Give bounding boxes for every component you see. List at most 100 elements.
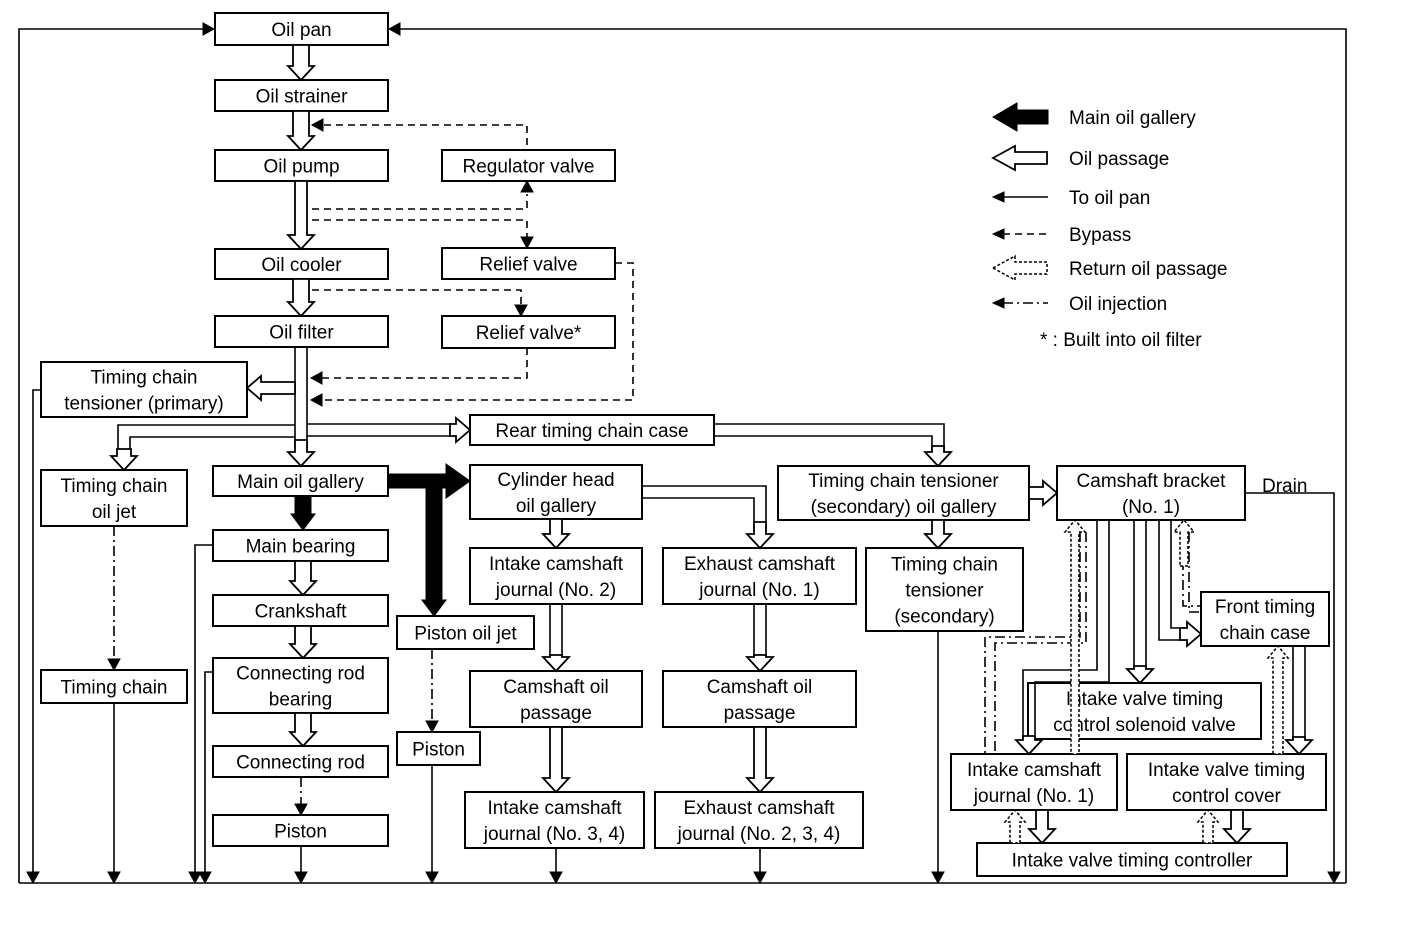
oil-passage-arrow (449, 416, 472, 444)
box-label: control cover (1172, 786, 1281, 807)
box-oil-filter: Oil filter (214, 315, 389, 348)
oil-passage-arrow (1026, 809, 1058, 845)
oil-passage-arrow (108, 448, 140, 472)
box-label: Oil strainer (256, 87, 349, 108)
box-label: Intake valve timing (1066, 689, 1223, 710)
return-right-line (400, 28, 1347, 883)
bypass-to-relief (312, 219, 528, 238)
legend-to-oil-pan: To oil pan (991, 188, 1150, 209)
bypass-to-relief-filter (312, 289, 522, 306)
box-frame (441, 149, 616, 182)
oil-passage-arrow (1283, 736, 1315, 756)
box-frame (441, 247, 616, 280)
return-passage-arrow (1196, 808, 1220, 844)
box-frame (396, 731, 481, 766)
box-label: Main oil gallery (237, 472, 364, 493)
oil-passage-arrow (287, 625, 319, 660)
to-oil-pan-head-from-timing-chain (107, 871, 121, 885)
box-label: Intake valve timing (1148, 760, 1305, 781)
box-label: Intake camshaft (489, 554, 624, 575)
return-passage-arrow (1063, 518, 1087, 755)
return-left-line (18, 28, 205, 883)
box-frame (662, 547, 857, 605)
box-label: journal (No. 3, 4) (483, 824, 626, 845)
oil-passage-arrow (1028, 479, 1059, 507)
box-relief-valve: Relief valve (441, 247, 616, 280)
box-label: Crankshaft (255, 602, 348, 623)
main-gallery-head (445, 463, 471, 499)
bypass-head-relief (520, 236, 534, 250)
box-frame (976, 842, 1288, 877)
main-gallery-bar (387, 473, 449, 489)
flow-lines (18, 28, 1347, 884)
box-label: Connecting rod (236, 664, 365, 685)
box-exhaust-cam-passage: Camshaft oil passage (662, 670, 857, 728)
bypass-to-regulator (312, 194, 528, 210)
to-oil-pan-head-from-piston-small (425, 871, 439, 885)
box-label: Intake valve timing controller (1012, 851, 1253, 872)
bypass-head-filter-back (309, 371, 323, 385)
box-label: Oil cooler (261, 255, 342, 276)
oil-passage-arrow (1179, 620, 1203, 648)
oil-passage-arrow (285, 110, 317, 152)
box-main-gallery: Main oil gallery (212, 465, 389, 497)
box-frame (1126, 753, 1327, 811)
head-to-exhaust-pipe (642, 485, 767, 528)
box-label: Timing chain (60, 678, 167, 699)
legend-hollow-arrow (991, 254, 1048, 282)
box-label: Cylinder head (497, 470, 614, 491)
box-timing-chain: Timing chain (40, 669, 188, 704)
filter-down-pipes (294, 347, 308, 448)
box-label: control solenoid valve (1053, 715, 1236, 736)
to-oil-pan-from-tensioner-primary (32, 389, 41, 872)
box-label: bearing (269, 690, 332, 711)
return-arrow-right (387, 22, 401, 36)
flow-arrows (26, 22, 1341, 885)
box-label: Front timing (1215, 597, 1315, 618)
box-frame (212, 465, 389, 497)
to-oil-pan-from-main-bearing (194, 544, 213, 872)
oil-passage-arrow (287, 560, 319, 597)
box-frame (464, 791, 645, 849)
legend-oil-passage: Oil passage (991, 144, 1169, 172)
legend-label: Oil injection (1069, 294, 1167, 315)
return-passage-arrow (1172, 518, 1196, 567)
box-frame (212, 745, 389, 778)
legend-note: * : Built into oil filter (1040, 330, 1202, 351)
bypass-relief-back (322, 262, 634, 401)
oil-passage-arrow (744, 726, 776, 794)
box-label: oil gallery (516, 496, 597, 517)
legend-solid-arrow (992, 102, 1049, 132)
box-tensioner-sec-gallery: Timing chain tensioner(secondary) oil ga… (777, 465, 1030, 521)
box-label: Camshaft bracket (1077, 471, 1227, 492)
box-main-bearing: Main bearing (212, 529, 389, 562)
box-label: (secondary) (894, 607, 994, 628)
oil-passage-arrow (540, 654, 572, 673)
main-gallery-arrow (290, 495, 316, 531)
legend-return-passage: Return oil passage (991, 254, 1227, 282)
box-label: Main bearing (246, 537, 356, 558)
legend-label: To oil pan (1069, 188, 1150, 209)
box-frame (40, 469, 188, 527)
bracket-to-solenoid-pipe (1133, 520, 1147, 670)
box-frame (950, 753, 1118, 811)
legend-line-head (991, 297, 1005, 309)
box-label: passage (520, 703, 592, 724)
box-label: passage (724, 703, 796, 724)
box-ivt-solenoid: Intake valve timing control solenoid valv… (1027, 682, 1262, 740)
box-label: Camshaft oil (707, 677, 813, 698)
legend-label: Main oil gallery (1069, 108, 1196, 129)
legend-oil-injection: Oil injection (991, 294, 1167, 315)
legend-line-head (991, 191, 1005, 203)
box-oil-strainer: Oil strainer (214, 79, 389, 112)
chain-jet-pipe (117, 424, 295, 455)
box-label: chain case (1220, 623, 1311, 644)
box-label: Exhaust camshaft (683, 798, 835, 819)
box-frame (40, 669, 188, 704)
oil-passage-arrow (1124, 665, 1156, 685)
bypass-head-reg (520, 179, 534, 193)
box-frame (777, 465, 1030, 521)
